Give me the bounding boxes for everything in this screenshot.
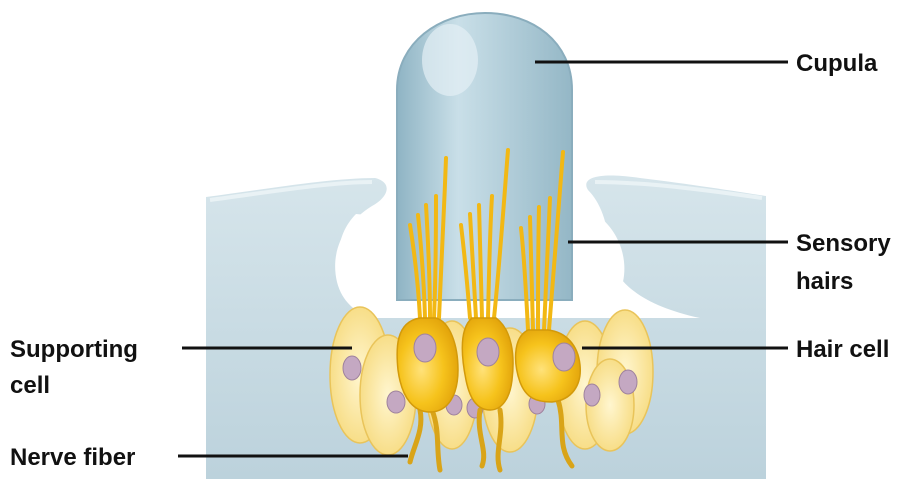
nerve-fiber-label: Nerve fiber	[10, 444, 135, 471]
supporting-cell-label-line1: Supporting	[10, 336, 138, 363]
sensory-hairs-label-line1: Sensory	[796, 230, 891, 257]
cupula-highlight	[422, 24, 478, 96]
supporting-cell-label-line2: cell	[10, 372, 50, 399]
cupula-label: Cupula	[796, 50, 878, 77]
hair-cell-label: Hair cell	[796, 336, 889, 363]
sensory-hairs-label-line2: hairs	[796, 268, 853, 295]
